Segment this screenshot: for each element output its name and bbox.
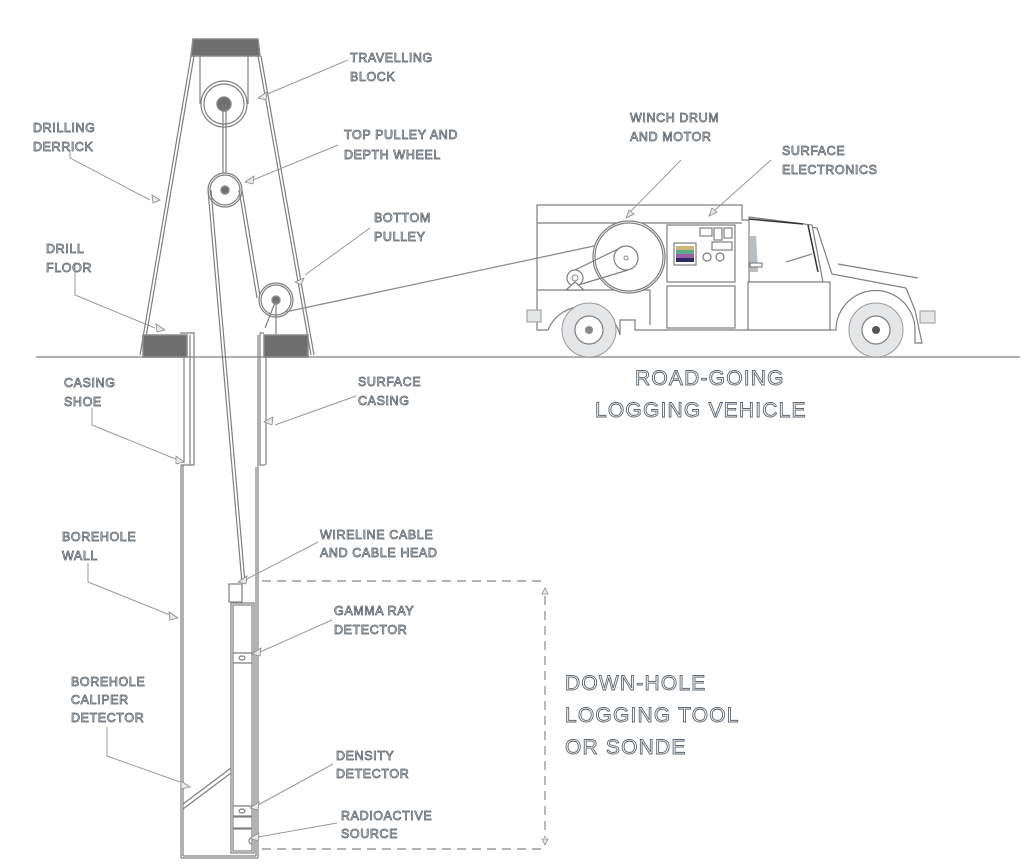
label-radioactive-source: RADIOACTIVE SOURCE	[341, 809, 436, 841]
label-caliper: BOREHOLE CALIPER DETECTOR	[71, 675, 149, 725]
label-drill-floor: DRILL FLOOR	[46, 242, 92, 275]
label-bottom-pulley: BOTTOM PULLEY	[374, 211, 435, 244]
borehole	[180, 335, 549, 859]
sonde-extent-bracket	[262, 580, 549, 850]
label-density: DENSITY DETECTOR	[336, 749, 409, 781]
label-wireline-cable: WIRELINE CABLE AND CABLE HEAD	[320, 528, 437, 560]
label-top-pulley: TOP PULLEY AND DEPTH WHEEL	[344, 128, 462, 162]
label-gamma-ray: GAMMA RAY DETECTOR	[334, 604, 418, 637]
label-surface-casing: SURFACE CASING	[358, 375, 425, 408]
wireline-cable	[207, 189, 243, 584]
crown-block	[190, 38, 261, 57]
drilling-derrick	[139, 38, 623, 584]
label-borehole-wall: BOREHOLE WALL	[62, 530, 140, 563]
logging-sonde	[182, 583, 255, 854]
label-travelling-block: TRAVELLING BLOCK	[350, 51, 437, 84]
drill-floor-right	[263, 334, 309, 358]
title-road-going-vehicle: ROAD-GOING LOGGING VEHICLE	[595, 367, 807, 422]
label-drilling-derrick: DRILLING DERRICK	[33, 121, 100, 154]
label-winch-drum: WINCH DRUM AND MOTOR	[630, 111, 723, 144]
cable-head	[228, 583, 243, 603]
drill-floor-left	[142, 334, 188, 358]
label-surface-electronics: SURFACE ELECTRONICS	[782, 144, 878, 177]
title-down-hole-tool: DOWN-HOLE LOGGING TOOL OR SONDE	[565, 672, 746, 759]
label-casing-shoe: CASING SHOE	[64, 376, 120, 409]
logging-vehicle	[526, 204, 936, 358]
radioactive-source	[232, 828, 253, 852]
caliper-arm	[182, 767, 232, 805]
labels: TRAVELLING BLOCK DRILLING DERRICK TOP PU…	[33, 51, 878, 842]
leader-lines	[69, 59, 772, 842]
